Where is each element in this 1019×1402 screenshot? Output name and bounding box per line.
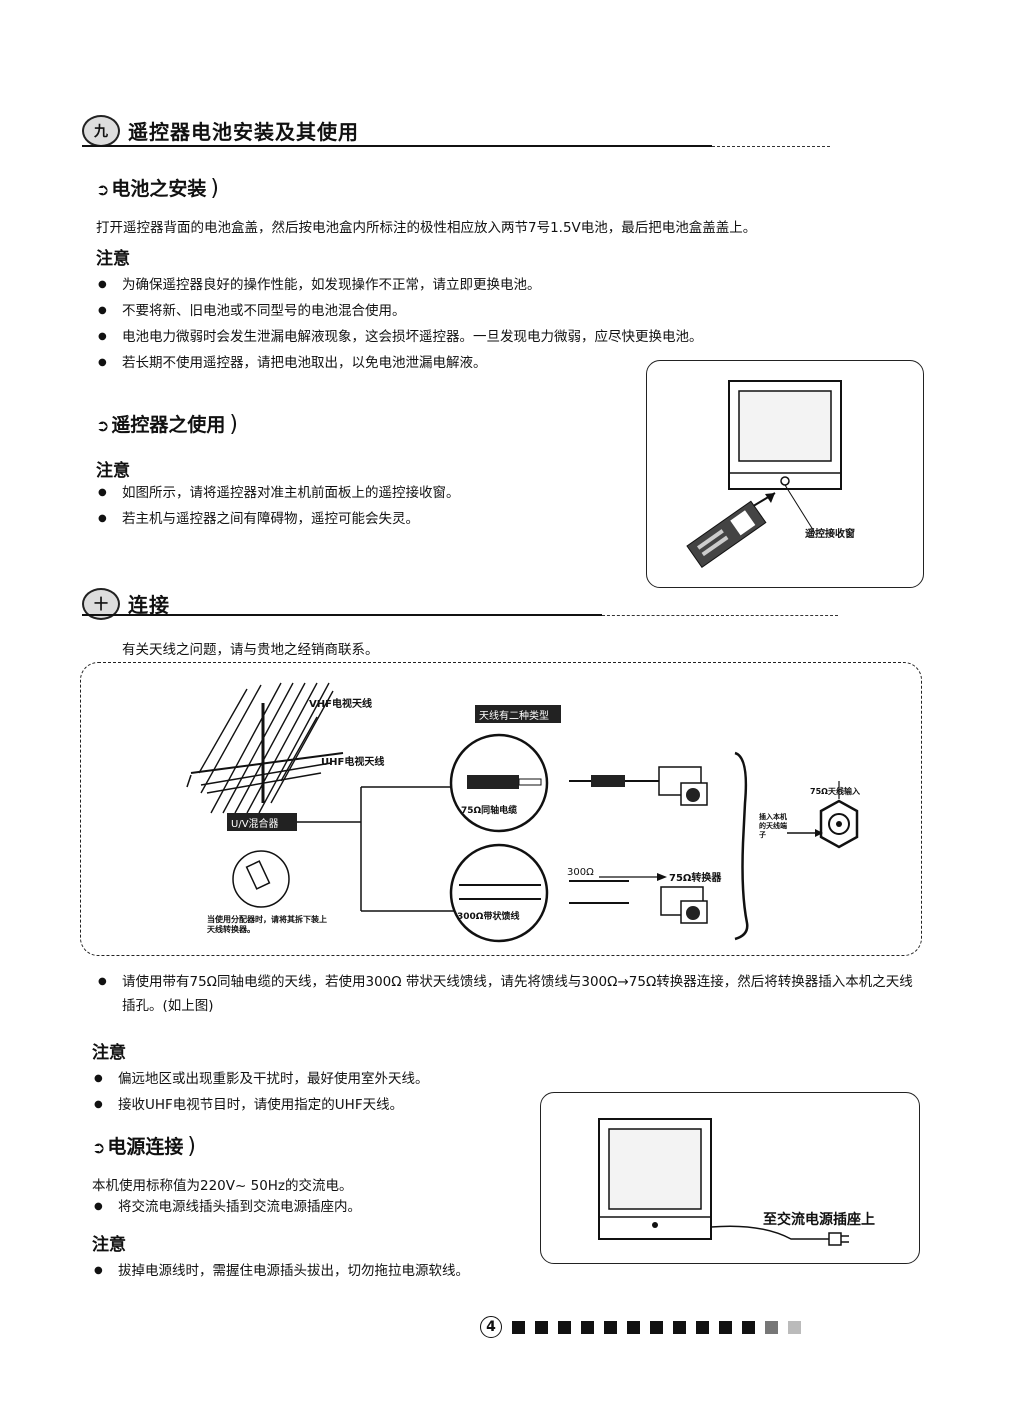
footer-decoration <box>742 1320 755 1334</box>
footer-decoration <box>558 1320 571 1334</box>
footer-decoration <box>604 1320 617 1334</box>
footer-decoration <box>581 1320 594 1334</box>
list-item: 不要将新、旧电池或不同型号的电池混合使用。 <box>96 298 886 324</box>
arrow-icon: ➲ <box>92 1138 106 1157</box>
flat-feeder-label: 300Ω带状馈线 <box>457 912 520 922</box>
note-label: 注意 <box>92 1043 126 1063</box>
footer-decoration <box>627 1320 640 1334</box>
power-list: 将交流电源线插头插到交流电源插座内。 <box>92 1194 532 1220</box>
antenna-connection-diagram <box>186 682 859 943</box>
footer-decoration <box>765 1320 778 1334</box>
list-item: 偏远地区或出现重影及干扰时，最好使用室外天线。 <box>92 1066 532 1092</box>
coax-cable-label: 75Ω同轴电缆 <box>461 806 518 816</box>
remote-notes-list: 如图所示，请将遥控器对准主机前面板上的遥控接收窗。 若主机与遥控器之间有障碍物，… <box>96 480 616 532</box>
section-divider <box>82 145 712 147</box>
footer-decoration <box>512 1320 525 1334</box>
antenna-input-sublabel: 插入本机的天线端子 <box>759 813 787 839</box>
footer-decoration <box>673 1320 686 1334</box>
list-item: 如图所示，请将遥控器对准主机前面板上的遥控接收窗。 <box>96 480 616 506</box>
list-item: 请使用带有75Ω同轴电缆的天线，若使用300Ω 带状天线馈线，请先将馈线与300… <box>96 970 926 1018</box>
arrow-icon: ➲ <box>96 416 110 435</box>
antenna-notes-list: 偏远地区或出现重影及干扰时，最好使用室外天线。 接收UHF电视节目时，请使用指定… <box>92 1066 532 1118</box>
battery-notes-list: 为确保遥控器良好的操作性能，如发现操作不正常，请立即更换电池。 不要将新、旧电池… <box>96 272 886 376</box>
list-item: 为确保遥控器良好的操作性能，如发现操作不正常，请立即更换电池。 <box>96 272 886 298</box>
power-notes-list: 拔掉电源线时，需握住电源插头拔出，切勿拖拉电源软线。 <box>92 1258 562 1284</box>
tv-power-illustration <box>598 1118 849 1246</box>
list-item: 接收UHF电视节目时，请使用指定的UHF天线。 <box>92 1092 532 1118</box>
figure-label-receiver: 遥控接收窗 <box>805 529 855 540</box>
tv-remote-illustration <box>686 380 842 568</box>
section-number-badge: 九 <box>82 115 120 147</box>
note-label: 注意 <box>96 249 130 269</box>
subsection-title-battery: ➲电池之安装) <box>96 176 220 201</box>
page-footer: 4 <box>480 1316 811 1338</box>
section-divider-dashed <box>602 615 838 616</box>
uv-mixer-label: U/V混合器 <box>231 819 279 830</box>
list-item: 若主机与遥控器之间有障碍物，遥控可能会失灵。 <box>96 506 616 532</box>
footer-decoration <box>696 1320 709 1334</box>
footer-decoration <box>719 1320 732 1334</box>
mixer-caption: 当使用分配器时，请将其拆下装上天线转换器。 <box>207 915 327 934</box>
power-figure-box: 至交流电源插座上 <box>540 1092 920 1264</box>
section-title: 连接 <box>128 593 170 617</box>
antenna-types-label: 天线有二种类型 <box>479 711 549 722</box>
subsection-title-power: ➲电源连接) <box>92 1134 197 1159</box>
list-item: 拔掉电源线时，需握住电源插头拔出，切勿拖拉电源软线。 <box>92 1258 562 1284</box>
page-number: 4 <box>480 1316 502 1338</box>
section-divider-dashed <box>712 146 830 147</box>
uhf-antenna-label: UHF电视天线 <box>321 757 385 768</box>
footer-decoration <box>535 1320 548 1334</box>
footer-decoration <box>650 1320 663 1334</box>
list-item: 将交流电源线插头插到交流电源插座内。 <box>92 1194 532 1220</box>
note-label: 注意 <box>96 461 130 481</box>
battery-instructions: 打开遥控器背面的电池盒盖，然后按电池盒内所标注的极性相应放入两节7号1.5V电池… <box>96 220 757 236</box>
antenna-intro: 有关天线之问题，请与贵地之经销商联系。 <box>122 642 379 658</box>
vhf-antenna-label: VHF电视天线 <box>309 699 372 710</box>
antenna-usage-list: 请使用带有75Ω同轴电缆的天线，若使用300Ω 带状天线馈线，请先将馈线与300… <box>96 970 926 1018</box>
remote-figure-box: 遥控接收窗 <box>646 360 924 588</box>
footer-decoration <box>788 1320 801 1334</box>
list-item: 若长期不使用遥控器，请把电池取出，以免电池泄漏电解液。 <box>96 350 886 376</box>
ohm-300-label: 300Ω <box>567 867 594 878</box>
note-label: 注意 <box>92 1235 126 1255</box>
subsection-title-remote: ➲遥控器之使用) <box>96 412 239 437</box>
section-divider <box>82 614 602 616</box>
list-item: 电池电力微弱时会发生泄漏电解液现象，这会损坏遥控器。一旦发现电力微弱，应尽快更换… <box>96 324 886 350</box>
power-spec-text: 本机使用标称值为220V~ 50Hz的交流电。 <box>92 1178 353 1194</box>
antenna-input-label: 75Ω天线输入 <box>810 787 860 796</box>
section-title: 遥控器电池安装及其使用 <box>128 120 359 144</box>
converter-label: 75Ω转换器 <box>669 873 722 884</box>
antenna-diagram-box: VHF电视天线 UHF电视天线 U/V混合器 当使用分配器时，请将其拆下装上天线… <box>80 662 922 956</box>
power-outlet-label: 至交流电源插座上 <box>763 1212 875 1228</box>
arrow-icon: ➲ <box>96 180 110 199</box>
